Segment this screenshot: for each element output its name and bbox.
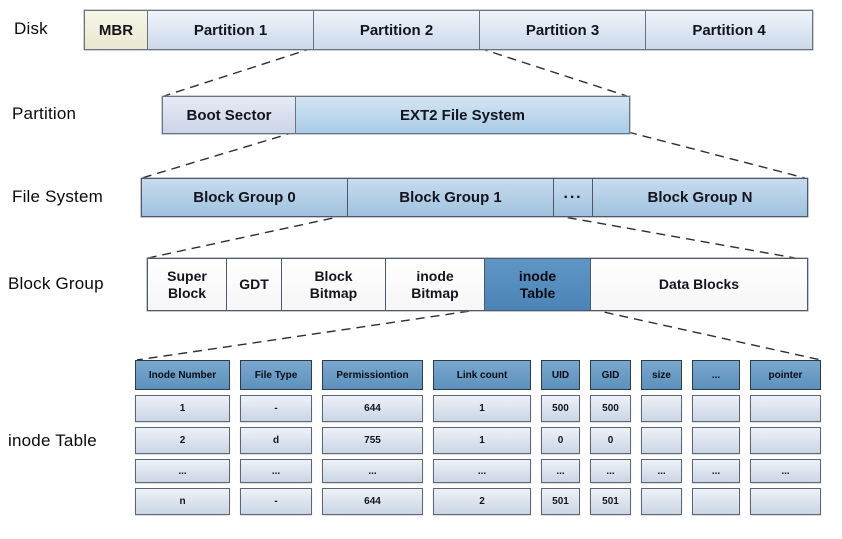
inode-cell-r3-permission: ...	[322, 459, 423, 483]
connector-bg-to-table-right	[589, 308, 822, 361]
partition-4-cell: Partition 4	[646, 11, 812, 49]
inode-cell-r2-permission: 755	[322, 427, 423, 454]
inode-cell-r3-size: ...	[641, 459, 682, 483]
inode-cell-r1-pointer	[750, 395, 821, 422]
inode-table-cell-highlighted: inode Table	[485, 259, 591, 310]
connector-fs-to-bg-right	[552, 214, 796, 259]
inode-cell-r3-uid: ...	[541, 459, 580, 483]
connector-disk-to-partition-left	[163, 47, 314, 97]
inode-bitmap-cell: inode Bitmap	[386, 259, 485, 310]
inode-cell-r2-inode-number: 2	[135, 427, 230, 454]
filesystem-row-label: File System	[12, 186, 103, 206]
super-block-cell: Super Block	[148, 259, 227, 310]
gdt-cell: GDT	[227, 259, 282, 310]
data-blocks-cell: Data Blocks	[591, 259, 807, 310]
boot-sector-cell: Boot Sector	[163, 97, 296, 133]
inode-cell-r4-gid: 501	[590, 488, 631, 515]
inode-cell-r4-file-type: -	[240, 488, 312, 515]
inode-cell-r4-size	[641, 488, 682, 515]
inode-table-row-label: inode Table	[8, 430, 97, 450]
connector-partition-to-fs-left	[141, 131, 296, 179]
blockgroup-row-label: Block Group	[8, 273, 104, 293]
inode-cell-r3-inode-number: ...	[135, 459, 230, 483]
inode-cell-r1-link-count: 1	[433, 395, 531, 422]
block-bitmap-cell: Block Bitmap	[282, 259, 386, 310]
inode-cell-r1-uid: 500	[541, 395, 580, 422]
disk-bar: MBR Partition 1 Partition 2 Partition 3 …	[84, 10, 813, 50]
inode-cell-r2-file-type: d	[240, 427, 312, 454]
header-gid: GID	[590, 360, 631, 390]
block-group-0-cell: Block Group 0	[142, 179, 348, 216]
block-group-1-cell: Block Group 1	[348, 179, 554, 216]
inode-cell-r4-inode-number: n	[135, 488, 230, 515]
inode-cell-r1-gid: 500	[590, 395, 631, 422]
inode-cell-r2-uid: 0	[541, 427, 580, 454]
mbr-cell: MBR	[85, 11, 148, 49]
ext2-filesystem-cell: EXT2 File System	[296, 97, 629, 133]
filesystem-bar: Block Group 0 Block Group 1 ··· Block Gr…	[141, 178, 808, 217]
partition-1-cell: Partition 1	[148, 11, 314, 49]
blockgroup-bar: Super Block GDT Block Bitmap inode Bitma…	[147, 258, 808, 311]
partition-2-cell: Partition 2	[314, 11, 480, 49]
block-group-ellipsis-cell: ···	[554, 179, 593, 216]
inode-cell-r1-ellipsis	[692, 395, 740, 422]
header-file-type: File Type	[240, 360, 312, 390]
partition-bar: Boot Sector EXT2 File System	[162, 96, 630, 134]
inode-table: Inode Number File Type Permissiontion Li…	[135, 360, 821, 515]
inode-cell-r3-file-type: ...	[240, 459, 312, 483]
inode-cell-r3-ellipsis: ...	[692, 459, 740, 483]
header-uid: UID	[541, 360, 580, 390]
header-inode-number: Inode Number	[135, 360, 230, 390]
inode-cell-r2-gid: 0	[590, 427, 631, 454]
inode-cell-r1-size	[641, 395, 682, 422]
partition-row-label: Partition	[12, 104, 77, 123]
inode-cell-r4-permission: 644	[322, 488, 423, 515]
header-pointer: pointer	[750, 360, 821, 390]
connector-partition-to-fs-right	[627, 131, 806, 179]
header-link-count: Link count	[433, 360, 531, 390]
inode-cell-r2-pointer	[750, 427, 821, 454]
inode-cell-r4-link-count: 2	[433, 488, 531, 515]
inode-cell-r3-link-count: ...	[433, 459, 531, 483]
inode-cell-r1-inode-number: 1	[135, 395, 230, 422]
inode-cell-r4-pointer	[750, 488, 821, 515]
inode-cell-r1-file-type: -	[240, 395, 312, 422]
block-group-n-cell: Block Group N	[593, 179, 807, 216]
partition-3-cell: Partition 3	[480, 11, 646, 49]
inode-cell-r3-gid: ...	[590, 459, 631, 483]
connector-bg-to-table-left	[136, 308, 485, 361]
disk-row-label: Disk	[14, 19, 48, 38]
inode-cell-r3-pointer: ...	[750, 459, 821, 483]
inode-cell-r4-ellipsis	[692, 488, 740, 515]
header-size: size	[641, 360, 682, 390]
connector-disk-to-partition-right	[478, 47, 628, 97]
header-permission: Permissiontion	[322, 360, 423, 390]
header-ellipsis: ...	[692, 360, 740, 390]
inode-cell-r2-link-count: 1	[433, 427, 531, 454]
inode-cell-r1-permission: 644	[322, 395, 423, 422]
inode-cell-r4-uid: 501	[541, 488, 580, 515]
connector-fs-to-bg-left	[147, 214, 348, 259]
inode-cell-r2-size	[641, 427, 682, 454]
inode-cell-r2-ellipsis	[692, 427, 740, 454]
